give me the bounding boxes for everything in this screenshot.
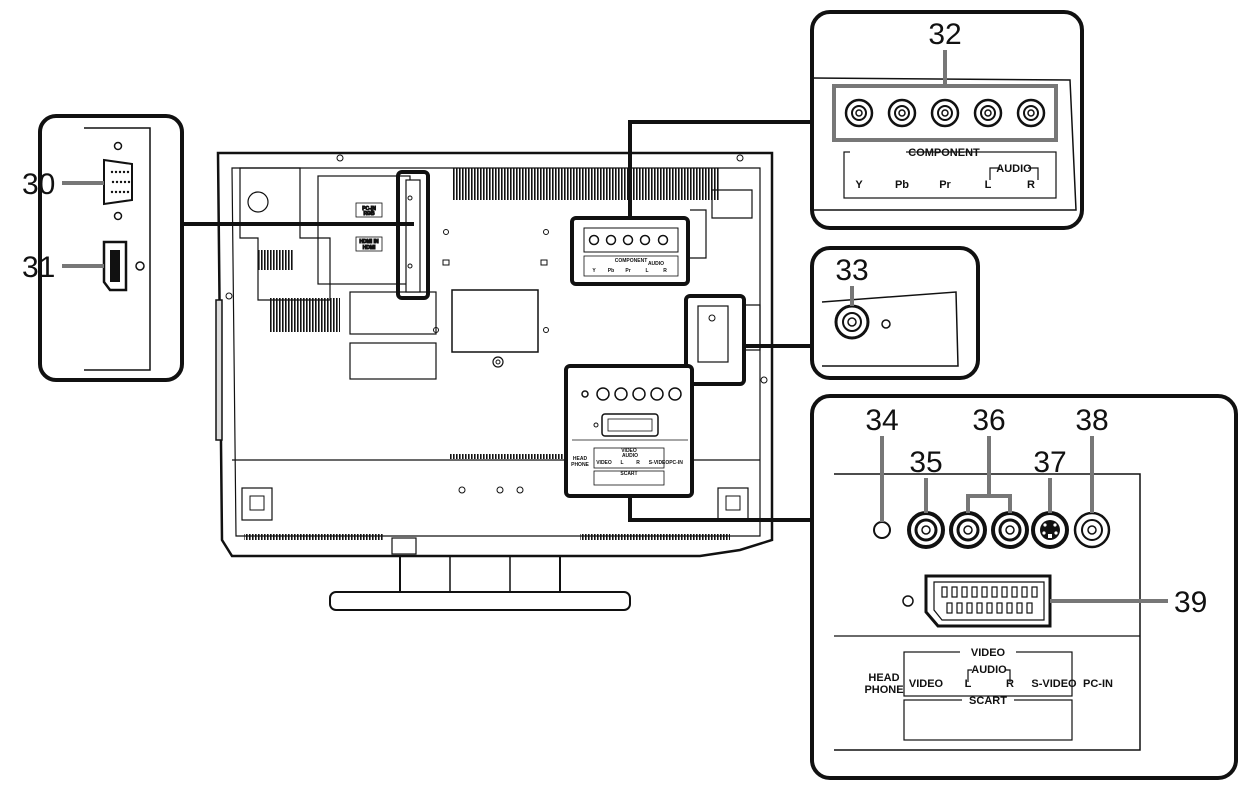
hdmi-port: [102, 240, 128, 292]
callout-38: 38: [1075, 404, 1108, 437]
av-audio-label: AUDIO: [971, 664, 1007, 676]
tv-label-hdmiin: HDMI IN: [359, 239, 379, 245]
zoom-panel-av: VIDEO HEAD PHONE VIDEO AUDIO L R S-VIDEO…: [810, 394, 1238, 780]
leader-lines: [182, 120, 812, 522]
top-vent: [452, 168, 720, 200]
tv-label-pc-in: PC-IN: [669, 460, 683, 466]
tv-label-pcin: PC-IN: [362, 206, 376, 212]
tv-label-component: COMPONENT: [615, 258, 648, 264]
av-video-label: VIDEO: [909, 678, 944, 690]
av-video-group-label: VIDEO: [971, 647, 1006, 659]
tv-label-video: VIDEO: [596, 460, 612, 466]
tv-label-video-group: VIDEO: [621, 448, 637, 454]
tv-label-rgb: RGB: [363, 211, 375, 217]
tv-label-scart: SCART: [620, 471, 637, 477]
tv-label-head: HEAD: [573, 456, 588, 462]
component-pr-label: Pr: [939, 179, 951, 191]
callout-35: 35: [909, 446, 942, 479]
tv-label-r: R: [663, 268, 667, 274]
pc-audio-jack: [1073, 511, 1111, 549]
tv-label-av-l: L: [620, 460, 623, 466]
callout-33: 33: [835, 254, 868, 287]
callout-32: 32: [928, 18, 961, 51]
tv-side-jack-highlight: [396, 170, 430, 300]
antenna-jack: [834, 304, 870, 340]
av-phone-label: PHONE: [864, 684, 903, 696]
tv-label-l: L: [645, 268, 648, 274]
tv-label-audio: AUDIO: [648, 261, 664, 267]
tv-label-svideo: S-VIDEO: [649, 460, 670, 466]
zoom-panel-antenna: 33: [810, 246, 980, 380]
zoom-panel-pc-hdmi: 30 31: [22, 114, 184, 382]
callout-39: 39: [1174, 586, 1207, 619]
av-r-label: R: [1006, 678, 1014, 690]
component-y-label: Y: [855, 179, 863, 191]
tv-label-y: Y: [592, 268, 596, 274]
component-label: COMPONENT: [908, 147, 980, 159]
leader-av-panel: [628, 496, 812, 522]
callout-31: 31: [22, 251, 55, 284]
svideo-jack: [1031, 511, 1069, 549]
stand-base: [329, 591, 631, 611]
pc-rgb-port: [103, 158, 133, 206]
tv-component-highlight: COMPONENT Y Pb Pr AUDIO L R: [570, 216, 690, 286]
av-scart-label: SCART: [969, 695, 1007, 707]
av-jacks: [907, 511, 1029, 549]
callout-36: 36: [972, 404, 1005, 437]
tv-label-av-r: R: [636, 460, 640, 466]
component-jacks: [844, 98, 1046, 128]
callout-30: 30: [22, 168, 55, 201]
scart-connector: [924, 574, 1052, 628]
tv-label-av-audio: AUDIO: [622, 453, 638, 459]
tv-antenna-highlight: [684, 294, 746, 386]
component-l-label: L: [985, 179, 992, 191]
callout-37: 37: [1033, 446, 1066, 479]
tv-label-pb: Pb: [608, 268, 614, 274]
zoom-panel-component: COMPONENT Y Pb Pr AUDIO L R 32: [810, 10, 1084, 230]
callout-34: 34: [865, 404, 898, 437]
component-r-label: R: [1027, 179, 1035, 191]
component-pb-label: Pb: [895, 179, 909, 191]
leader-component-panel: [628, 120, 812, 218]
av-l-label: L: [965, 678, 972, 690]
av-svideo-label: S-VIDEO: [1031, 678, 1077, 690]
tv-label-hdmi: HDMI: [363, 245, 376, 251]
headphone-jack: [873, 521, 891, 539]
tv-label-pr: Pr: [625, 268, 630, 274]
tv-av-highlight: VIDEO HEAD PHONE VIDEO AUDIO L R S-VIDEO…: [564, 364, 694, 498]
component-audio-label: AUDIO: [996, 163, 1032, 175]
av-pcin-label: PC-IN: [1083, 678, 1113, 690]
tv-label-phone: PHONE: [571, 462, 589, 468]
av-head-label: HEAD: [868, 672, 899, 684]
